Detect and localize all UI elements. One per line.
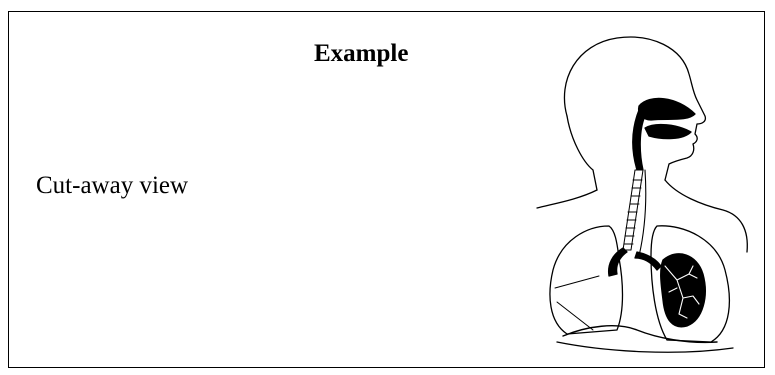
right-bronchus [635, 252, 661, 270]
slide-title: Example [314, 40, 408, 68]
trachea [623, 170, 643, 250]
nasal-cavity [639, 98, 695, 120]
torso-outline [537, 190, 597, 208]
diaphragm [563, 326, 717, 343]
slide-caption: Cut-away view [36, 172, 188, 200]
torso-bottom [557, 342, 733, 352]
tongue [645, 125, 691, 139]
pharynx [633, 110, 645, 170]
respiratory-system-cutaway-icon [527, 30, 767, 362]
neck-back [567, 116, 597, 190]
left-bronchus [609, 248, 627, 276]
left-lung-lobes [555, 276, 599, 330]
